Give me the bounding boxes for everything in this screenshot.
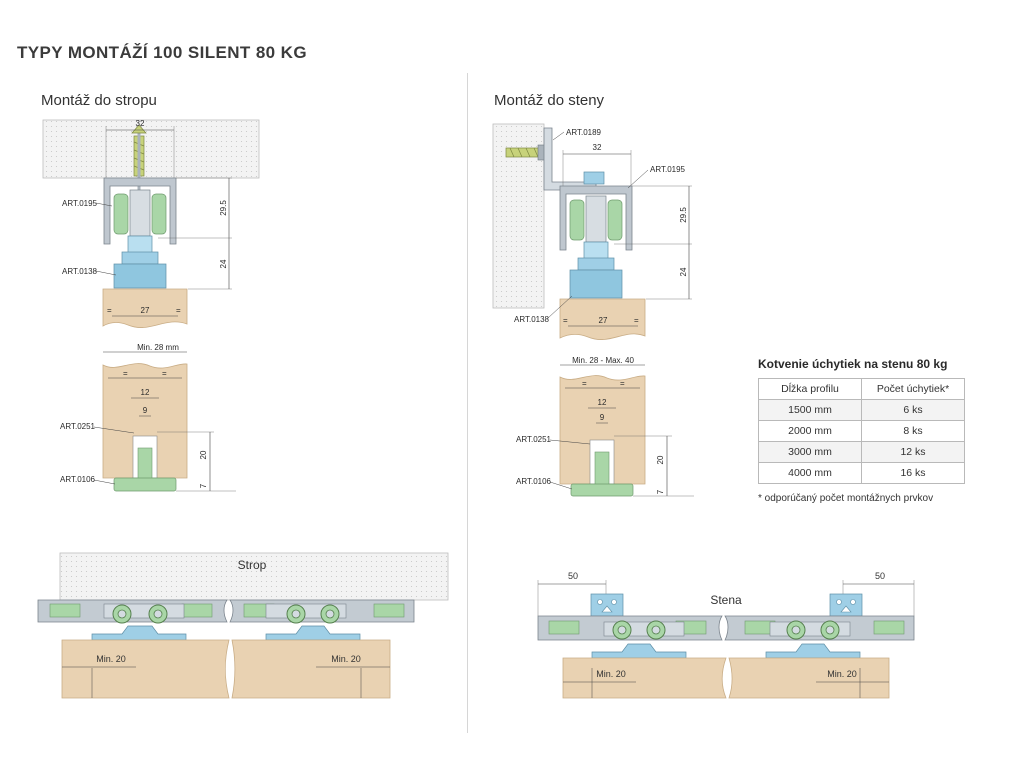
dim-guide-inner: 9 [600, 413, 605, 422]
eq-mark: = [634, 316, 639, 325]
door-bottom-section: = = 12 9 20 [559, 375, 672, 487]
table-cell: 12 ks [861, 441, 965, 463]
column-header-count: Počet úchytiek* [861, 378, 965, 400]
dim-top-width: 32 [136, 119, 145, 128]
table-header-row: Dĺžka profilu Počet úchytiek* [758, 378, 965, 400]
door-left [61, 639, 230, 699]
dim-min-door: Min. 28 mm [137, 343, 179, 352]
min-left-label: Min. 20 [596, 669, 626, 679]
dim-min-max: Min. 28 - Max. 40 [572, 356, 634, 365]
dim-left-50: 50 [568, 571, 578, 581]
floor-guide [570, 483, 634, 497]
section-divider [467, 73, 468, 733]
dim-guide-outer: 12 [141, 388, 150, 397]
label-art-0106: ART.0106 [516, 477, 552, 486]
label-art-0138: ART.0138 [62, 267, 98, 276]
eq-mark: = [176, 306, 181, 315]
min-right-label: Min. 20 [827, 669, 857, 679]
hanger-plate [113, 263, 167, 289]
roller-carriage-left [91, 603, 187, 641]
dim-hanger-height: 24 [219, 259, 228, 268]
anchor-table-title: Kotvenie úchytiek na stenu 80 kg [758, 357, 948, 371]
wall-bracket-right-icon [829, 593, 863, 617]
door-bottom-section: = = 12 9 20 [102, 363, 214, 481]
table-cell: 16 ks [861, 462, 965, 484]
eq-mark: = [582, 379, 587, 388]
label-art-0106: ART.0106 [60, 475, 96, 484]
eq-mark: = [162, 369, 167, 378]
page-title: TYPY MONTÁŽÍ 100 SILENT 80 KG [17, 43, 307, 62]
dim-guide-depth: 20 [199, 450, 208, 459]
label-art-0189: ART.0189 [566, 128, 602, 137]
hanger-nut [121, 251, 159, 265]
ceiling-slab [42, 119, 260, 179]
dim-guide-outer: 12 [598, 398, 607, 407]
dim-guide-depth: 20 [656, 455, 665, 464]
ceiling-screw-icon [131, 124, 147, 190]
dim-door-width: 27 [599, 316, 608, 325]
table-cell: 8 ks [861, 420, 965, 442]
column-header-length: Dĺžka profilu [758, 378, 862, 400]
eq-mark: = [123, 369, 128, 378]
rail-profile [103, 177, 177, 245]
label-art-0251: ART.0251 [60, 422, 96, 431]
eq-mark: = [107, 306, 112, 315]
rail-profile [559, 185, 633, 251]
table-cell: 2000 mm [758, 420, 862, 442]
roller-carriage-right [765, 620, 861, 659]
table-cell: 4000 mm [758, 462, 862, 484]
door-top-section: 27 = = [559, 298, 646, 340]
stena-label: Stena [710, 593, 742, 607]
wall-elevation-diagram: 50 50 Stena Min. 20 [537, 571, 915, 699]
table-cell: 1500 mm [758, 399, 862, 421]
hanger-nut [577, 257, 615, 271]
min-left-label: Min. 20 [96, 654, 126, 664]
label-art-0251: ART.0251 [516, 435, 552, 444]
dim-profile-height: 29.5 [679, 207, 688, 223]
eq-mark: = [563, 316, 568, 325]
dim-floor: 7 [656, 489, 665, 494]
door-top-section: 27 = = [102, 288, 188, 328]
hanger-plate [569, 269, 623, 299]
hanger-bolt [127, 235, 153, 255]
table-cell: 3000 mm [758, 441, 862, 463]
ceiling-section-title: Montáž do stropu [41, 92, 157, 109]
label-art-0195: ART.0195 [650, 165, 686, 174]
dim-hanger-height: 24 [679, 267, 688, 276]
label-art-0138: ART.0138 [514, 315, 550, 324]
floor-guide [113, 477, 177, 492]
anchor-table-footnote: * odporúčaný počet montážnych prvkov [758, 493, 934, 504]
strop-label: Strop [238, 558, 267, 572]
wall-bracket-left-icon [590, 593, 624, 617]
table-cell: 6 ks [861, 399, 965, 421]
dim-profile-height: 29.5 [219, 200, 228, 216]
dim-door-width: 27 [141, 306, 150, 315]
door-left [562, 657, 727, 699]
wall-section-title: Montáž do steny [494, 92, 605, 109]
dim-right-50: 50 [875, 571, 885, 581]
roller-carriage-right [265, 603, 361, 641]
label-art-0195: ART.0195 [62, 199, 98, 208]
eq-mark: = [620, 379, 625, 388]
dim-top-width: 32 [593, 143, 602, 152]
dim-guide-inner: 9 [143, 406, 148, 415]
ceiling-mount-diagram: 32 29.5 24 ART.0195 ART.0138 27 = = Min.… [42, 119, 260, 492]
hanger-bolt [583, 241, 609, 261]
door-right [728, 657, 890, 699]
dim-floor: 7 [199, 483, 208, 488]
door-right [231, 639, 391, 699]
ceiling-elevation-diagram: Strop Min. 20 Min. 20 [37, 552, 449, 699]
ceiling-slab [59, 552, 449, 601]
wall-mount-diagram: ART.0189 32 ART.0195 29.5 24 27 = = ART.… [492, 123, 694, 497]
roller-carriage-left [591, 620, 687, 659]
min-right-label: Min. 20 [331, 654, 361, 664]
